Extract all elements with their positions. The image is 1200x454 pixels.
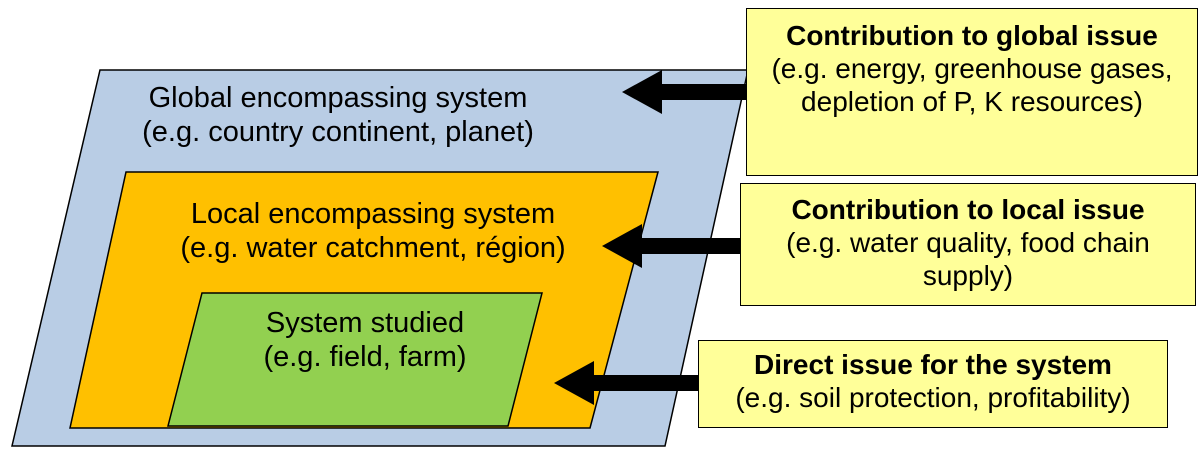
arrow-direct-issue <box>554 361 700 405</box>
local-issue-box: Contribution to local issue (e.g. water … <box>740 183 1196 306</box>
global-issue-desc: (e.g. energy, greenhouse gases, depletio… <box>771 53 1173 117</box>
global-issue-box: Contribution to global issue (e.g. energ… <box>746 8 1198 176</box>
direct-issue-box: Direct issue for the system (e.g. soil p… <box>698 340 1168 428</box>
global-system-label: Global encompassing system (e.g. country… <box>108 81 568 149</box>
studied-system-examples: (e.g. field, farm) <box>263 341 467 373</box>
global-system-examples: (e.g. country continent, planet) <box>142 116 534 148</box>
local-issue-title: Contribution to local issue <box>791 194 1145 225</box>
global-issue-title: Contribution to global issue <box>786 20 1158 51</box>
arrow-local-issue <box>602 224 740 268</box>
local-system-title: Local encompassing system <box>190 198 556 230</box>
local-issue-desc: (e.g. water quality, food chain supply) <box>786 227 1150 291</box>
local-system-examples: (e.g. water catchment, région) <box>180 232 566 264</box>
global-system-title: Global encompassing system <box>148 82 528 114</box>
direct-issue-desc: (e.g. soil protection, profitability) <box>735 382 1131 413</box>
studied-system-title: System studied <box>265 307 465 339</box>
studied-system-label: System studied (e.g. field, farm) <box>220 306 510 374</box>
studied-system-parallelogram <box>167 292 543 427</box>
local-system-label: Local encompassing system (e.g. water ca… <box>148 197 598 265</box>
direct-issue-title: Direct issue for the system <box>754 349 1112 380</box>
arrow-global-issue <box>622 70 750 114</box>
